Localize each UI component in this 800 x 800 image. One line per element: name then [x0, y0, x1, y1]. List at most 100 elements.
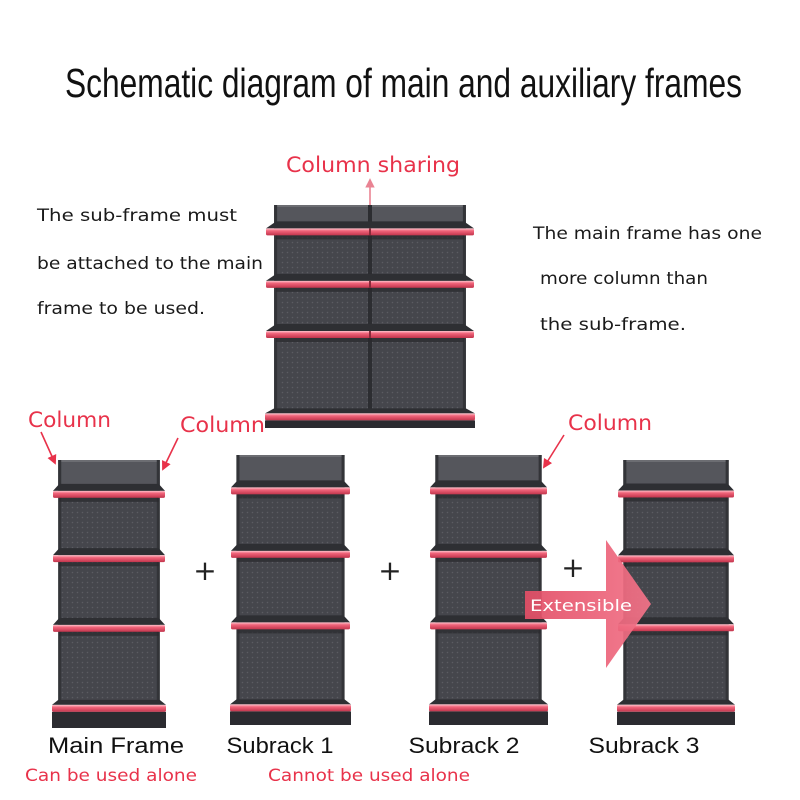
main-frame-shelf-3-shadow [59, 631, 159, 636]
main-frame-left-column [58, 460, 62, 704]
subrack-3-shelf-1-shadow [624, 497, 728, 502]
subrack-2-left-column [435, 455, 439, 704]
subrack-3-rack [617, 460, 735, 725]
main-frame-shelf-1-edge [53, 490, 165, 498]
double-bay-shelf-3 [266, 323, 474, 331]
left-note-line-1: The sub-frame must [36, 206, 238, 226]
extensible-arrow: Extensible [525, 540, 651, 668]
right-note-line-2: more column than [540, 269, 708, 289]
subrack-3-shelf-2-edge [618, 555, 734, 563]
subrack-1-base-top [230, 699, 351, 705]
right-note-line-1: The main frame has one [532, 224, 762, 244]
subrack-1-shelf-1-shadow [237, 494, 344, 499]
subrack-2-shelf-2-shadow [436, 557, 541, 562]
main-usage-note: Can be used alone [25, 766, 197, 786]
subrack-1-header-panel [236, 455, 345, 482]
main-frame-shelf-2-shadow [59, 562, 159, 567]
double-bay-shelf-3-split-gap [369, 330, 371, 338]
main-frame-base-top [52, 699, 166, 705]
subrack-2-base-edge [429, 704, 548, 712]
main-frame-shelf-1-shadow [59, 497, 159, 502]
subrack-3-header-highlight [623, 460, 729, 462]
subrack-1-shelf-1-edge [231, 487, 350, 495]
subrack-3-shelf-1 [618, 483, 734, 491]
sub-usage-note: Cannot be used alone [268, 766, 470, 786]
subrack-3-shelf-3 [618, 617, 734, 625]
main-frame-shelf-3 [53, 617, 165, 625]
double-bay-shelf-2 [266, 273, 474, 281]
double-bay-right-column [462, 205, 466, 413]
subrack-1-shelf-2-edge [231, 550, 350, 558]
subrack-2-header-panel [435, 455, 542, 482]
subrack-2-base-top [429, 699, 548, 705]
main-frame-rack [52, 460, 166, 728]
subrack-1-base-edge [230, 704, 351, 712]
subrack-3-base-kickplate [617, 711, 735, 725]
subrack-3-base-top [617, 699, 735, 705]
left-note: The sub-frame must be attached to the ma… [36, 206, 263, 319]
subrack-1-left-column [236, 455, 240, 704]
subrack-3-shelf-2-shadow [624, 562, 728, 567]
main-frame-shelf-1 [53, 483, 165, 491]
main-frame-header-panel [58, 460, 160, 487]
column-label-middle: Column [180, 413, 265, 437]
column-label-left: Column [28, 408, 111, 432]
subrack-1-shelf-2 [231, 543, 350, 551]
page-title: Schematic diagram of main and auxiliary … [65, 60, 742, 106]
double-bay-shelf-2-shadow [276, 287, 464, 292]
double-bay-shelf-2-split-gap [369, 280, 371, 288]
double-bay-rack [265, 205, 475, 428]
subrack-2-shelf-2-edge [430, 550, 547, 558]
subrack-1-perforation [239, 482, 342, 704]
subrack-3-shelf-1-edge [618, 490, 734, 498]
subrack-3-shelf-3-shadow [624, 631, 728, 636]
right-note-line-3: the sub-frame. [540, 315, 686, 335]
plus-sign-1: + [193, 554, 216, 587]
subrack-1-header-highlight [236, 455, 345, 457]
subrack-1-shelf-3-edge [231, 622, 350, 630]
column-pointer-right [542, 434, 565, 469]
right-note: The main frame has one more column than … [532, 224, 762, 335]
double-bay-shared-column [368, 205, 372, 413]
subrack-1-shelf-2-shadow [237, 557, 344, 562]
column-pointer-left [40, 431, 57, 465]
main-frame-shelf-3-edge [53, 624, 165, 632]
extensible-label: Extensible [530, 596, 632, 615]
subrack-1-shelf-3-shadow [237, 629, 344, 634]
subrack-2-shelf-3-shadow [436, 629, 541, 634]
double-bay-shelf-1-shadow [276, 235, 464, 240]
subrack-3-base-edge [617, 704, 735, 712]
subrack-1-label: Subrack 1 [227, 733, 334, 758]
subrack-2-rack [429, 455, 548, 725]
double-bay-base-kickplate [265, 420, 475, 428]
double-bay-base-edge [265, 413, 475, 421]
double-bay-base-top [265, 408, 475, 414]
subrack-2-shelf-3-edge [430, 622, 547, 630]
subrack-1-right-column [341, 455, 345, 704]
subrack-3-right-column [725, 460, 729, 704]
main-frame-right-column [156, 460, 160, 704]
main-frame-base-kickplate [52, 711, 166, 728]
main-frame-shelf-2-edge [53, 555, 165, 563]
subrack-2-right-column [538, 455, 542, 704]
subrack-2-shelf-3 [430, 615, 547, 623]
column-pointer-middle [162, 437, 179, 471]
subrack-2-shelf-1 [430, 480, 547, 488]
column-label-right: Column [568, 411, 652, 435]
main-frame-label: Main Frame [48, 733, 184, 758]
double-bay-shelf-1-split-gap [369, 228, 371, 236]
subrack-1-shelf-3 [231, 615, 350, 623]
left-note-line-3: frame to be used. [37, 299, 205, 319]
main-frame-header-highlight [58, 460, 160, 462]
subrack-1-shelf-1 [231, 480, 350, 488]
subrack-2-shelf-1-edge [430, 487, 547, 495]
double-bay-left-column [274, 205, 278, 413]
subrack-3-header-panel [623, 460, 729, 487]
subrack-3-shelf-2 [618, 548, 734, 556]
subrack-3-label: Subrack 3 [589, 733, 700, 758]
left-note-line-2: be attached to the main [37, 254, 263, 274]
subrack-2-shelf-1-shadow [436, 494, 541, 499]
double-bay-shelf-1 [266, 221, 474, 229]
subrack-3-shelf-3-edge [618, 624, 734, 632]
